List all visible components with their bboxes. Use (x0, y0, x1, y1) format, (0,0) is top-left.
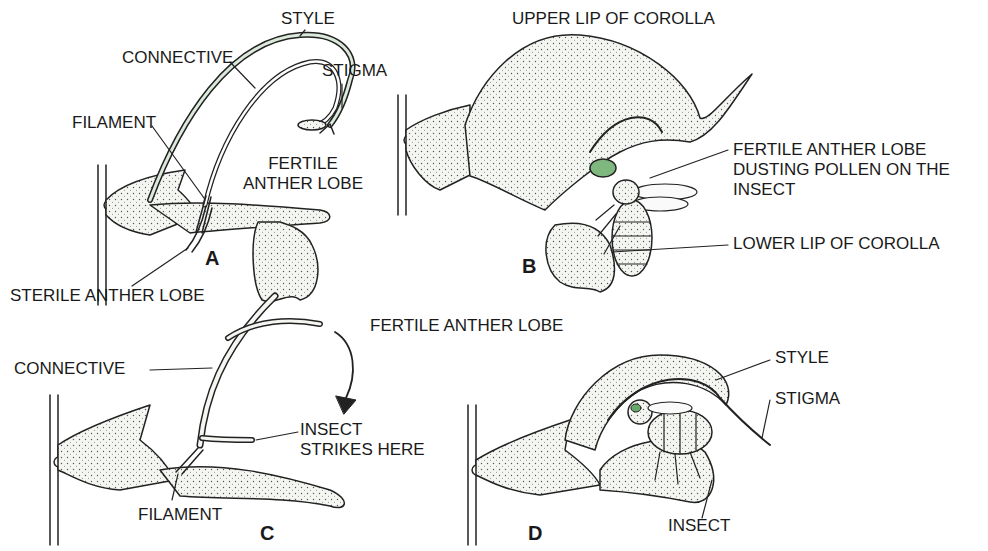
fertile-anther (298, 120, 326, 130)
part-label: FILAMENT (138, 505, 222, 525)
fertile-anther (228, 321, 320, 338)
insect-body (612, 200, 652, 276)
stem (398, 95, 406, 215)
fertile-anther-core (228, 321, 320, 338)
stem (50, 395, 58, 545)
stigma (320, 124, 334, 134)
insect-wing (648, 402, 692, 414)
part-label: STIGMA (322, 61, 387, 81)
panel-letter: D (528, 523, 542, 543)
part-label: CONNECTIVE (14, 359, 125, 379)
panel-b-drawing (398, 35, 752, 292)
insect-head (628, 400, 652, 424)
filament (176, 448, 203, 474)
stem (98, 165, 106, 305)
panel-d-drawing (468, 355, 770, 545)
sterile-arm-core (202, 438, 252, 440)
lower-lip (160, 467, 344, 508)
style (590, 117, 662, 152)
part-label: CONNECTIVE (122, 48, 233, 68)
part-label: STERILE ANTHER LOBE (10, 286, 205, 306)
upper-lip (465, 35, 752, 210)
part-label: INSECT STRIKES HERE (300, 420, 430, 460)
connective-core (200, 296, 275, 445)
corolla-tube (150, 203, 330, 233)
insect-eye (631, 404, 641, 412)
leader-line (150, 368, 298, 500)
sterile-anther (186, 206, 212, 252)
part-label: UPPER LIP OF COROLLA (512, 9, 715, 29)
part-label: STIGMA (775, 389, 840, 409)
insect-legs (655, 452, 700, 484)
calyx (58, 405, 175, 490)
sterile-arm (202, 438, 252, 440)
fertile-anther (590, 159, 616, 177)
panel-letter: A (205, 248, 219, 268)
part-label: INSECT (668, 516, 730, 536)
lower-lip (253, 222, 318, 301)
leader-line (612, 150, 728, 252)
leader-line (702, 360, 770, 518)
movement-arrow (335, 332, 353, 398)
part-label: FERTILE ANTHER LOBE DUSTING POLLEN ON TH… (733, 140, 983, 200)
arrow-head (336, 396, 356, 414)
part-label: FILAMENT (72, 113, 156, 133)
part-label: FERTILE ANTHER LOBE (370, 316, 563, 336)
panel-letter: B (522, 256, 536, 276)
insect-legs (596, 205, 620, 254)
part-label: STYLE (775, 348, 829, 368)
insect-body (648, 410, 712, 454)
panel-letter: C (260, 523, 274, 543)
lower-lip (546, 223, 615, 292)
insect-head (613, 180, 639, 204)
part-label: STYLE (281, 9, 335, 29)
connective (200, 296, 275, 445)
part-label: LOWER LIP OF COROLLA (733, 234, 940, 254)
part-label: FERTILE ANTHER LOBE (238, 154, 368, 194)
insect-stripes (664, 410, 696, 454)
